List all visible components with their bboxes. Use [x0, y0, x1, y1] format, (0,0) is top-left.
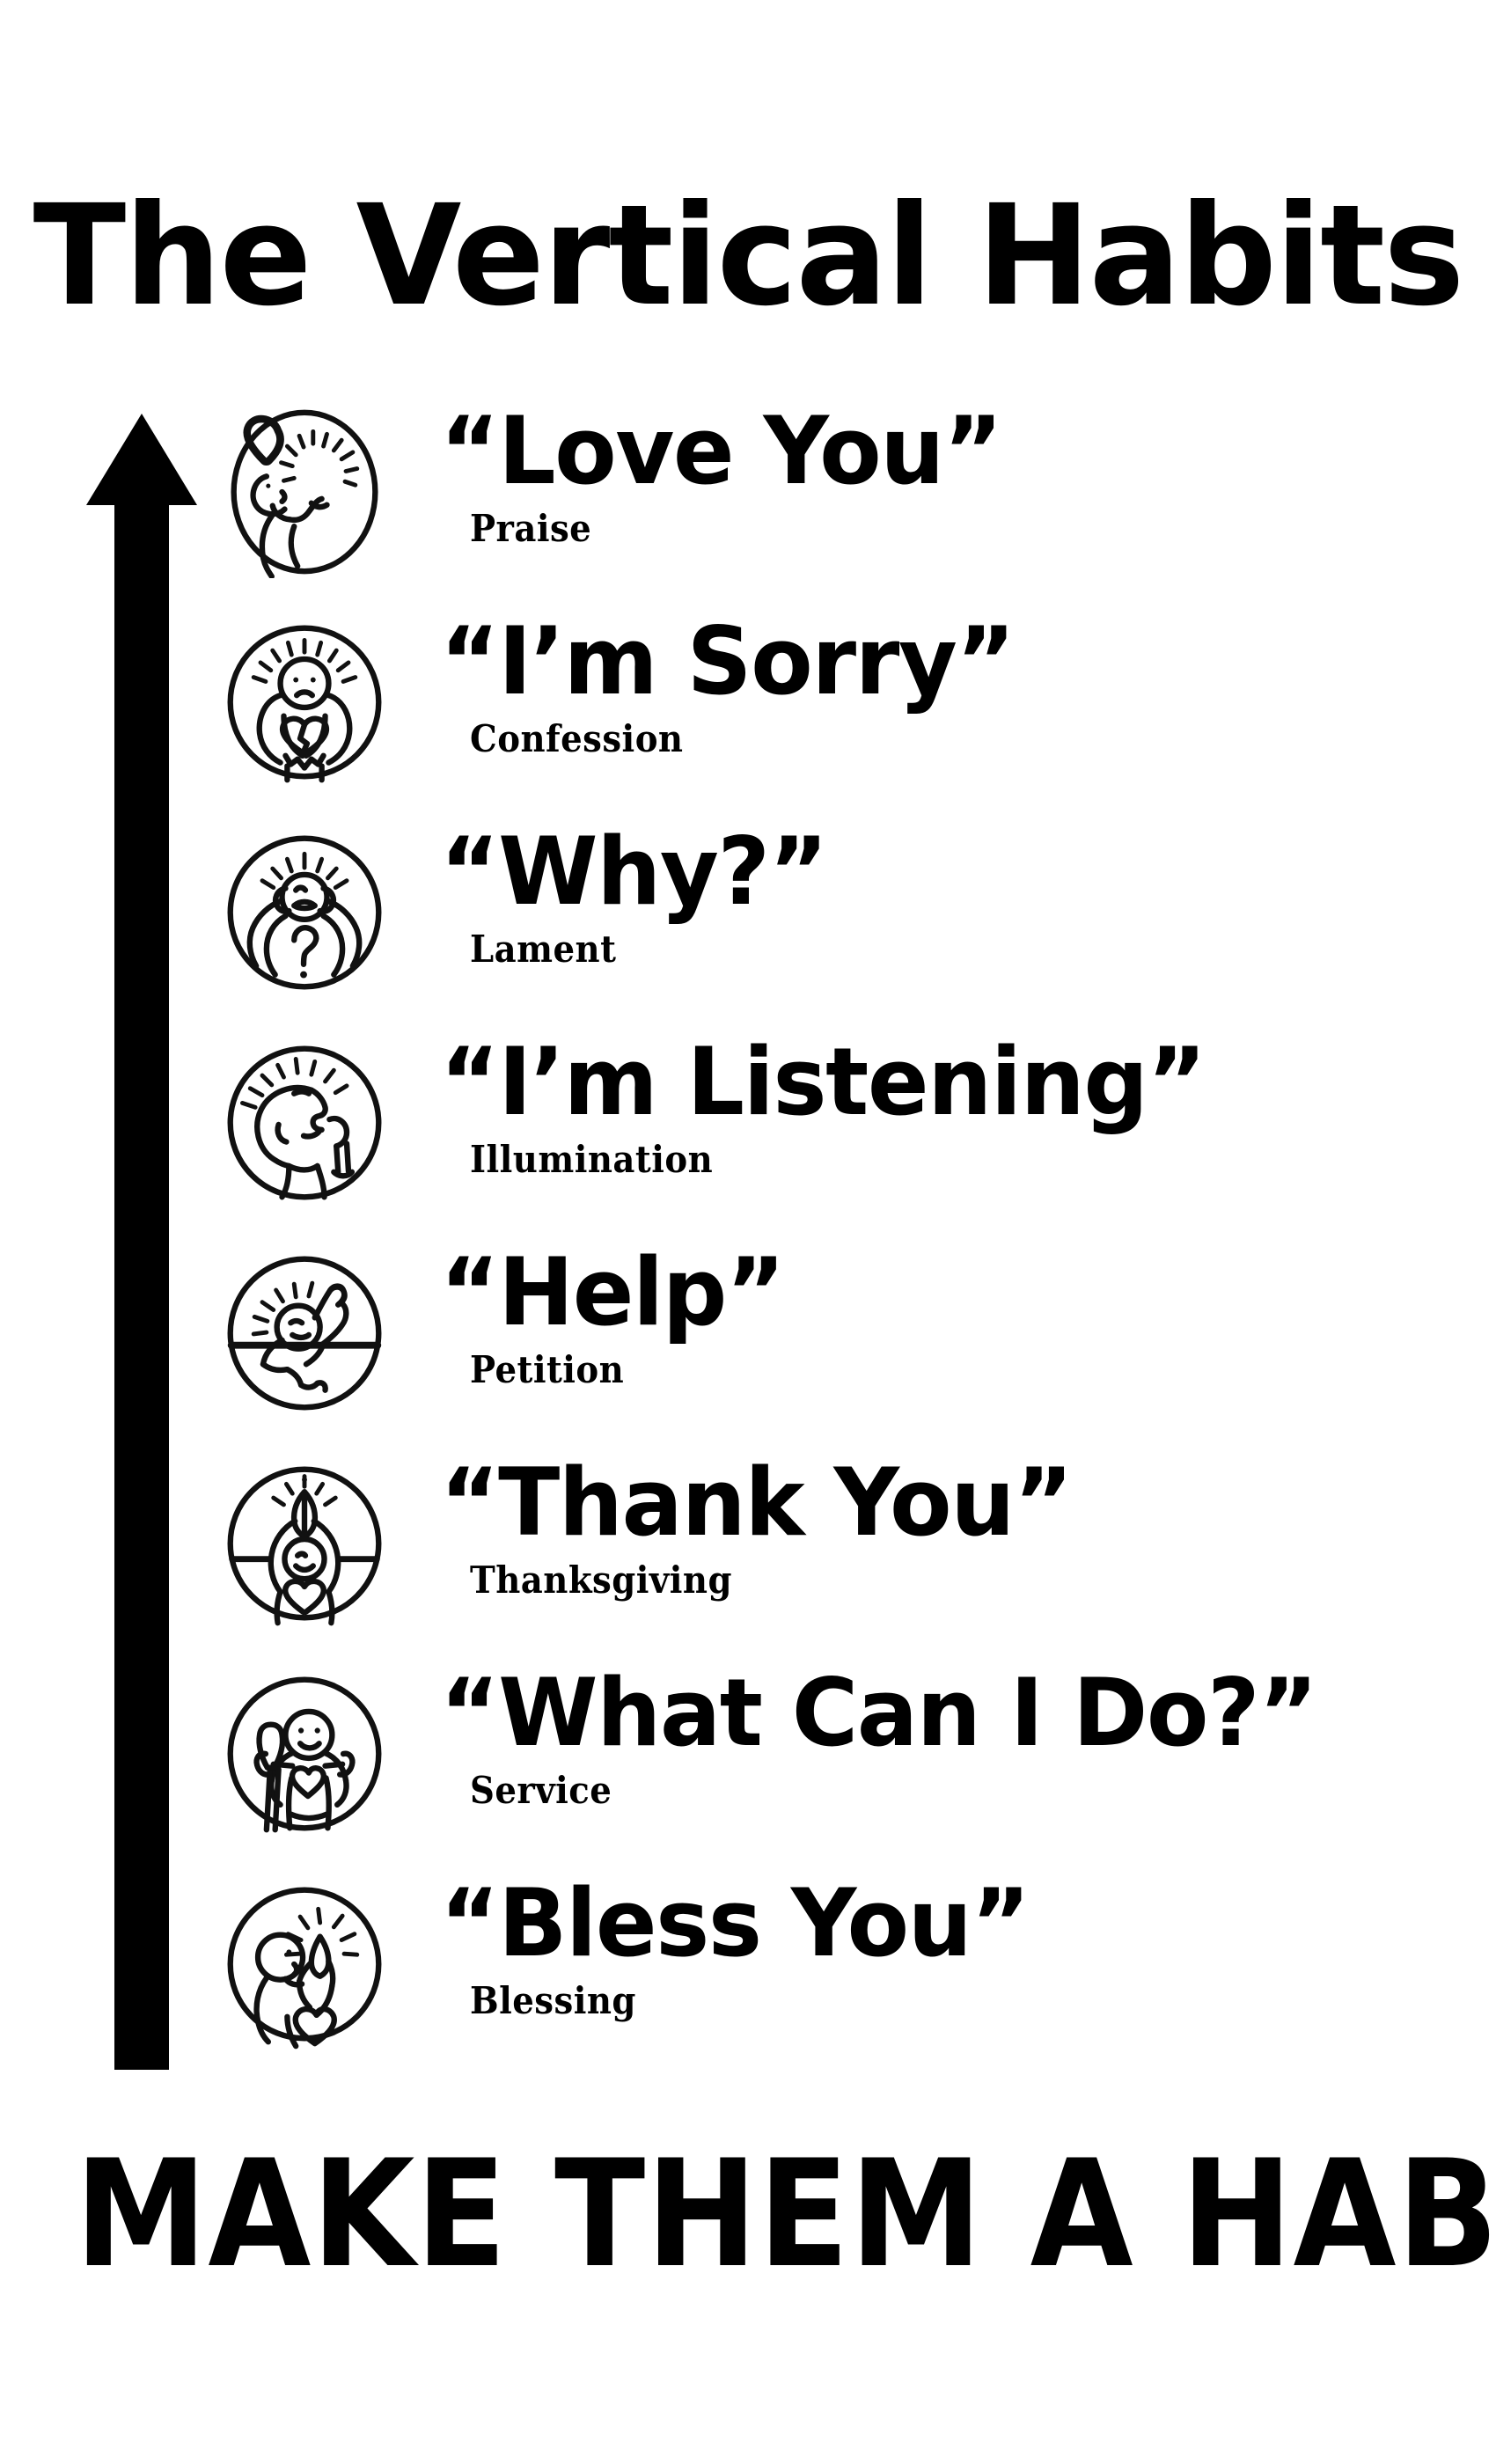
person-cupping-ear-icon — [218, 1037, 391, 1209]
habit-text-block: “I’m Listening” Illumination — [440, 1028, 1478, 1181]
habit-label: Blessing — [470, 1978, 636, 2022]
habit-label: Service — [470, 1768, 612, 1812]
habits-list: “Love You” Praise — [0, 400, 1496, 2083]
habit-text-block: “Bless You” Blessing — [440, 1869, 1478, 2022]
habit-phrase: “I’m Listening” — [440, 1028, 1206, 1136]
habit-phrase: “Love You” — [440, 397, 1003, 505]
habit-label: Confession — [470, 716, 684, 760]
upward-arrow-icon — [84, 407, 199, 2070]
page-title: The Vertical Habits — [33, 175, 1465, 337]
person-holding-broken-heart-icon — [218, 616, 391, 788]
person-hands-on-head-question-mark-icon — [218, 826, 391, 999]
habit-phrase: “Help” — [440, 1238, 786, 1346]
person-hands-raised-heart-icon — [218, 1457, 391, 1630]
habit-text-block: “Thank You” Thanksgiving — [440, 1448, 1478, 1602]
habit-label: Lament — [470, 927, 617, 971]
habit-row[interactable]: “Bless You” Blessing — [0, 1869, 1496, 2083]
habit-phrase: “Why?” — [440, 818, 828, 926]
habit-row[interactable]: “I’m Sorry” Confession — [0, 607, 1496, 821]
habit-text-block: “Why?” Lament — [440, 818, 1478, 971]
habit-phrase: “What Can I Do?” — [440, 1659, 1318, 1767]
habit-phrase: “I’m Sorry” — [440, 607, 1016, 715]
habit-phrase: “Bless You” — [440, 1869, 1030, 1977]
habit-label: Praise — [470, 506, 592, 550]
habit-label: Thanksgiving — [470, 1558, 732, 1602]
habit-label: Illumination — [470, 1137, 714, 1181]
habit-row[interactable]: “Why?” Lament — [0, 818, 1496, 1031]
habit-row[interactable]: “What Can I Do?” Service — [0, 1659, 1496, 1873]
habit-row[interactable]: “Thank You” Thanksgiving — [0, 1448, 1496, 1662]
footer-callout: MAKE THEM A HABIT — [75, 2128, 1496, 2300]
habit-row[interactable]: “I’m Listening” Illumination — [0, 1028, 1496, 1242]
habit-row[interactable]: “Help” Petition — [0, 1238, 1496, 1452]
person-with-shovel-heart-icon — [218, 1668, 391, 1840]
person-raised-hand-holding-heart-icon — [218, 1878, 391, 2050]
person-reaching-up-from-water-icon — [218, 1247, 391, 1419]
habit-phrase: “Thank You” — [440, 1448, 1074, 1557]
habit-label: Petition — [470, 1347, 625, 1391]
habit-text-block: “I’m Sorry” Confession — [440, 607, 1478, 760]
person-holding-radiant-heart-icon — [218, 406, 391, 578]
habit-text-block: “Help” Petition — [440, 1238, 1478, 1391]
habit-row[interactable]: “Love You” Praise — [0, 400, 1496, 611]
habit-text-block: “Love You” Praise — [440, 400, 1478, 547]
habit-text-block: “What Can I Do?” Service — [440, 1659, 1478, 1812]
